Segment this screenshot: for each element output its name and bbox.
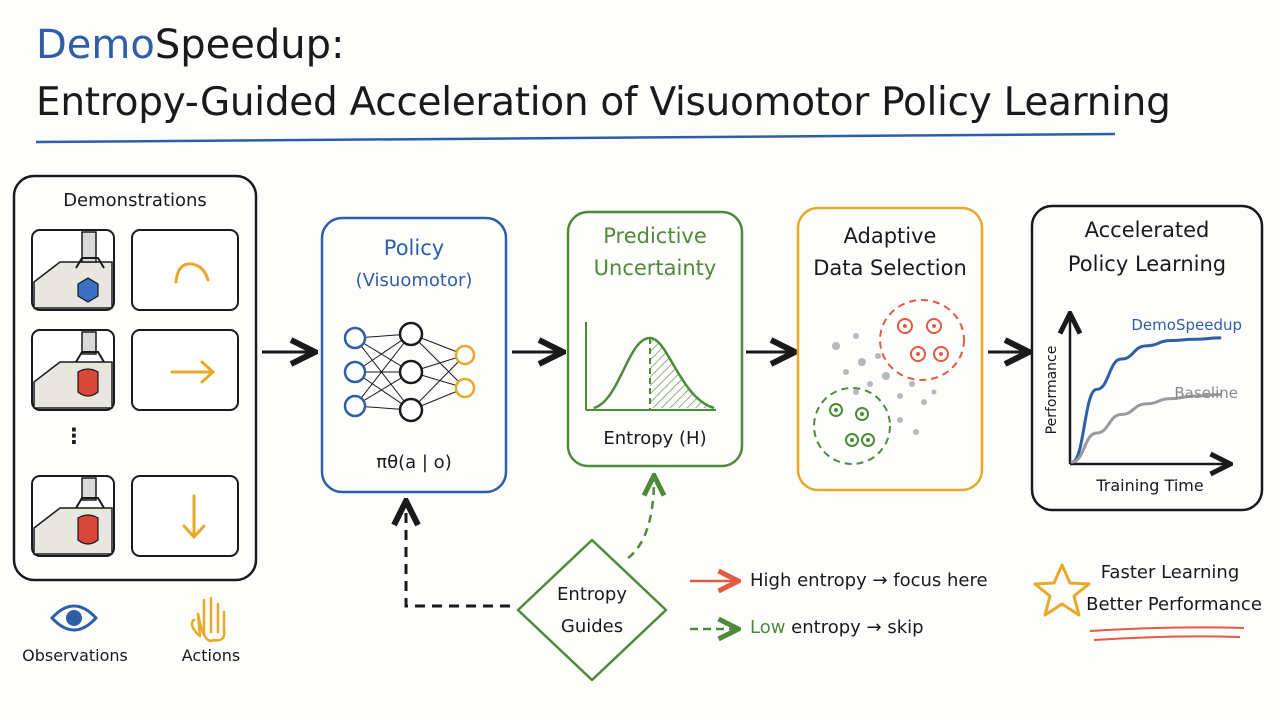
low-legend-rest: entropy → skip [785, 617, 924, 638]
low-word: Low [750, 617, 786, 638]
guides-label-line2: Guides [560, 616, 624, 637]
result-line1: Faster Learning [1100, 562, 1240, 583]
series-line-baseline [1070, 393, 1222, 464]
series-line-demospeedup [1070, 336, 1222, 464]
performance-chart [1070, 316, 1228, 464]
feedback-arrow-to-uncertainty [627, 478, 654, 559]
unselected-data-points [832, 333, 937, 435]
feedback-arrow-to-policy [406, 504, 510, 608]
action-frame [131, 329, 239, 411]
right-arrow-icon [170, 360, 216, 384]
down-arrow-icon [182, 494, 206, 540]
title-demo-word: Demo [36, 22, 155, 68]
selection-title-line1: Adaptive [843, 224, 937, 248]
chart-x-label: Training Time [1096, 476, 1204, 495]
observations-label: Observations [22, 646, 128, 665]
result-line2: Better Performance [1086, 594, 1262, 615]
action-frame [131, 475, 239, 557]
ellipsis-vertical: ⋮ [63, 424, 85, 448]
policy-title: Policy [383, 236, 445, 260]
entropy-label: Entropy (H) [603, 428, 707, 449]
blue-cube [77, 277, 99, 303]
guides-label-line1: Entropy [557, 584, 627, 605]
arc-arrow-icon [174, 262, 210, 284]
title-underline [35, 132, 1116, 144]
observation-frame [31, 475, 115, 557]
actions-label: Actions [181, 646, 241, 665]
selection-title-line2: Data Selection [813, 256, 967, 280]
red-cylinder [77, 514, 99, 545]
series-label-demospeedup: DemoSpeedup [1131, 316, 1242, 334]
demonstrations-heading: Demonstrations [63, 190, 207, 211]
distribution-plot [585, 322, 716, 411]
neural-network-icon [343, 321, 476, 423]
uncertainty-title-line2: Uncertainty [593, 256, 717, 280]
accelerated-title-line1: Accelerated [1084, 218, 1210, 242]
page-title-line1: DemoSpeedup: [36, 22, 344, 68]
observation-frame [31, 229, 115, 311]
demonstrations-panel [12, 174, 258, 582]
high-entropy-legend: High entropy → focus here [750, 570, 988, 591]
low-entropy-cluster [813, 387, 891, 465]
entropy-guides-diamond [516, 538, 668, 682]
selection-box [796, 206, 984, 492]
uncertainty-title-line1: Predictive [603, 224, 707, 248]
eye-icon [49, 604, 99, 632]
action-frame [131, 229, 239, 311]
chart-y-label: Performance [1044, 345, 1060, 435]
policy-formula: πθ(a | o) [376, 452, 452, 473]
red-cylinder [77, 368, 99, 397]
uncertainty-box [566, 210, 744, 468]
selected-high-entropy-cluster [879, 299, 965, 381]
result-underline [1089, 626, 1245, 641]
hand-icon [190, 596, 226, 643]
series-label-baseline: Baseline [1174, 384, 1238, 402]
title-speedup-word: Speedup: [154, 22, 345, 68]
policy-subtitle: (Visuomotor) [355, 270, 473, 291]
star-icon [1033, 563, 1091, 617]
accelerated-title-line2: Policy Learning [1067, 252, 1227, 276]
accelerated-box [1030, 204, 1264, 512]
page-title-line2: Entropy-Guided Acceleration of Visuomoto… [36, 80, 1171, 125]
policy-box [320, 216, 508, 494]
low-entropy-legend: Low entropy → skip [750, 617, 924, 638]
observation-frame [31, 329, 115, 411]
